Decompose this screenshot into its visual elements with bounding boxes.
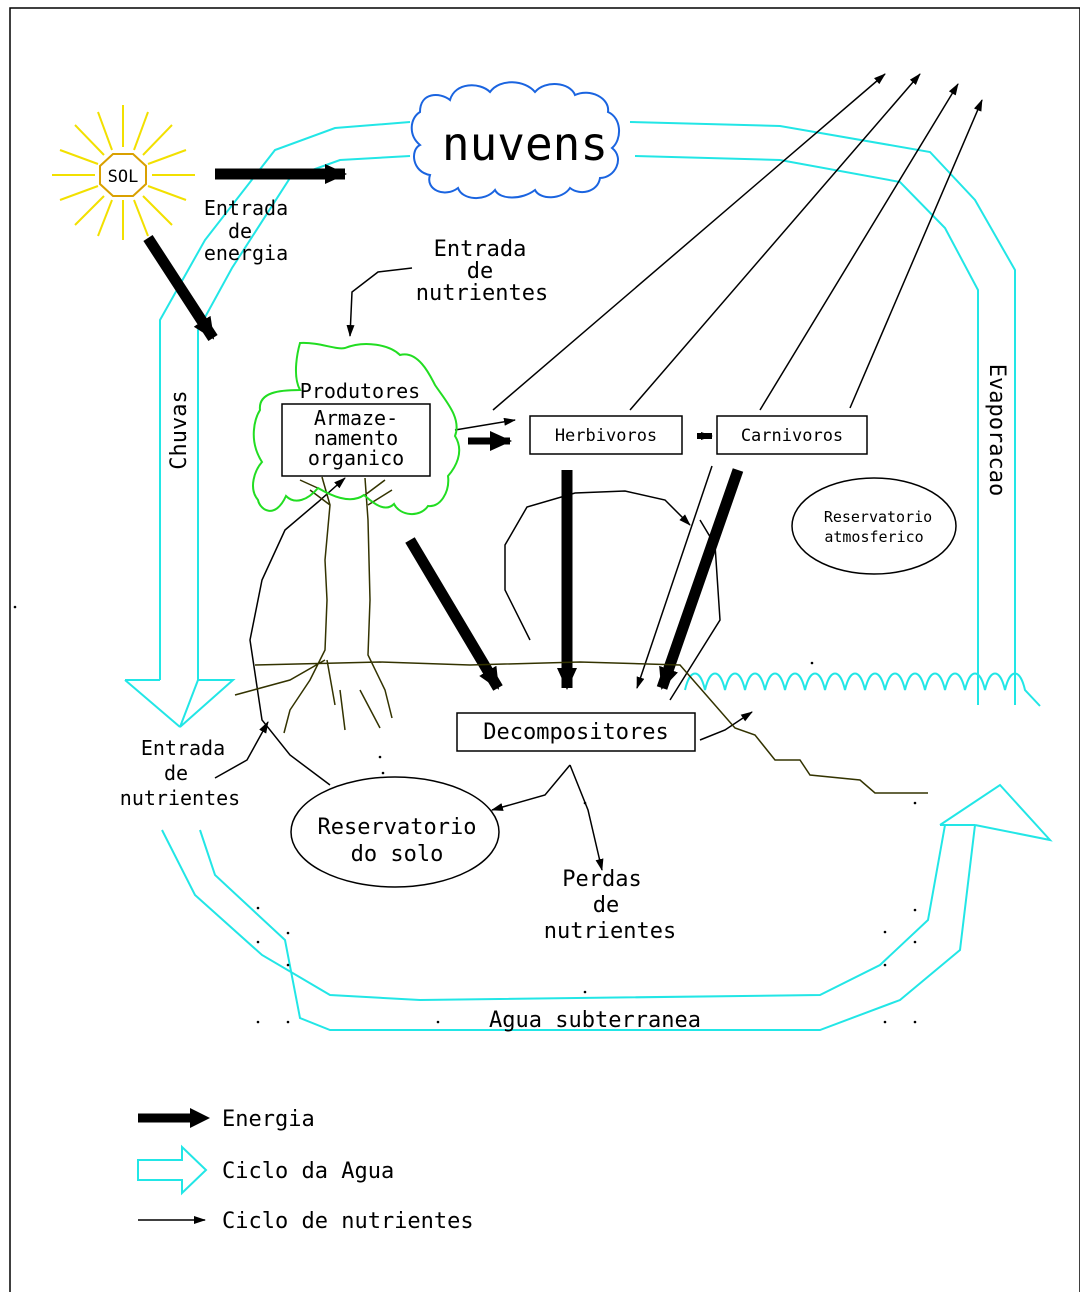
energy-input-line-3: energia <box>204 241 288 265</box>
rain-arrow-head <box>125 679 236 728</box>
energy-input-line-1: Entrada <box>204 196 288 220</box>
carnivores-label: Carnivoros <box>741 426 843 446</box>
nutrient-input-top-line-3: nutrientes <box>416 281 548 306</box>
nutrient-input-bottom-line-2: de <box>164 761 188 785</box>
energy-arrow-sun-producers <box>143 235 218 341</box>
cloud-icon <box>410 81 620 199</box>
rain-label: Chuvas <box>167 390 192 469</box>
evaporation-outer <box>629 121 1016 705</box>
legend: Energia Ciclo da Agua Ciclo de nutriente… <box>137 1107 474 1234</box>
atmospheric-reservoir-line-1: Reservatorio <box>824 508 932 526</box>
rain-arrow-outer <box>159 121 411 680</box>
sun-icon <box>52 105 195 240</box>
rain-arrow-inner <box>197 155 411 680</box>
legend-water-label: Ciclo da Agua <box>222 1159 394 1184</box>
atmospheric-reservoir-ellipse <box>791 477 957 575</box>
sun-label: SOL <box>108 167 139 187</box>
organic-storage-line-2: namento <box>314 426 398 450</box>
evaporation-label: Evaporacao <box>984 364 1009 496</box>
nutrient-losses-line-2: de <box>593 893 620 918</box>
nutrient-arrow-input-bottom <box>214 721 269 779</box>
producers-label: Produtores <box>300 379 420 403</box>
nutrient-input-top-line-1: Entrada <box>434 237 527 262</box>
organic-storage-box <box>281 403 431 477</box>
soil-reservoir-line-2: do solo <box>351 842 444 867</box>
water-surface <box>684 672 1041 707</box>
energy-arrow-carnivores-decomposers <box>656 468 744 690</box>
groundwater-outer <box>199 824 976 1031</box>
energy-flows <box>143 164 744 691</box>
scatter-dots <box>13 605 917 1024</box>
diagram-frame <box>9 7 1080 1292</box>
nutrient-input-bottom-line-1: Entrada <box>141 736 225 760</box>
nutrient-input-top-line-2: de <box>467 259 494 284</box>
nutrient-arrow-soil-producers <box>249 477 346 786</box>
herbivores-label: Herbivoros <box>555 426 657 446</box>
nutrient-loop-arrow <box>504 490 691 641</box>
clouds-label: nuvens <box>442 117 608 171</box>
decomposers-box <box>456 712 696 752</box>
organic-storage-line-1: Armaze- <box>314 406 398 430</box>
legend-energy-label: Energia <box>222 1107 315 1132</box>
evaporation-inner <box>634 155 979 705</box>
legend-nutrients-label: Ciclo de nutrientes <box>222 1209 474 1234</box>
tree-icon <box>234 341 928 794</box>
nutrient-flows <box>214 73 983 871</box>
soil-reservoir-ellipse <box>290 776 500 888</box>
nutrient-input-bottom-line-3: nutrientes <box>120 786 240 810</box>
energy-arrow-producers-decomposers <box>405 537 503 691</box>
nutrient-arrow-input-top <box>346 267 413 337</box>
water-cycle <box>124 121 1053 1031</box>
groundwater-inner <box>161 824 946 1002</box>
organic-storage-line-3: organico <box>308 446 404 470</box>
groundwater-arrow-head <box>939 783 1053 842</box>
groundwater-label: Agua subterranea <box>489 1008 701 1033</box>
nutrient-losses-line-3: nutrientes <box>544 919 676 944</box>
herbivores-box <box>529 415 683 455</box>
decomposers-label: Decompositores <box>483 720 668 745</box>
energy-input-line-2: de <box>228 219 252 243</box>
legend-water-swatch <box>137 1144 208 1196</box>
carnivores-box <box>716 415 868 455</box>
soil-reservoir-line-1: Reservatorio <box>318 815 477 840</box>
legend-energy-swatch <box>138 1108 210 1128</box>
nutrient-losses-line-1: Perdas <box>562 867 641 892</box>
atmospheric-reservoir-line-2: atmosferico <box>824 528 923 546</box>
